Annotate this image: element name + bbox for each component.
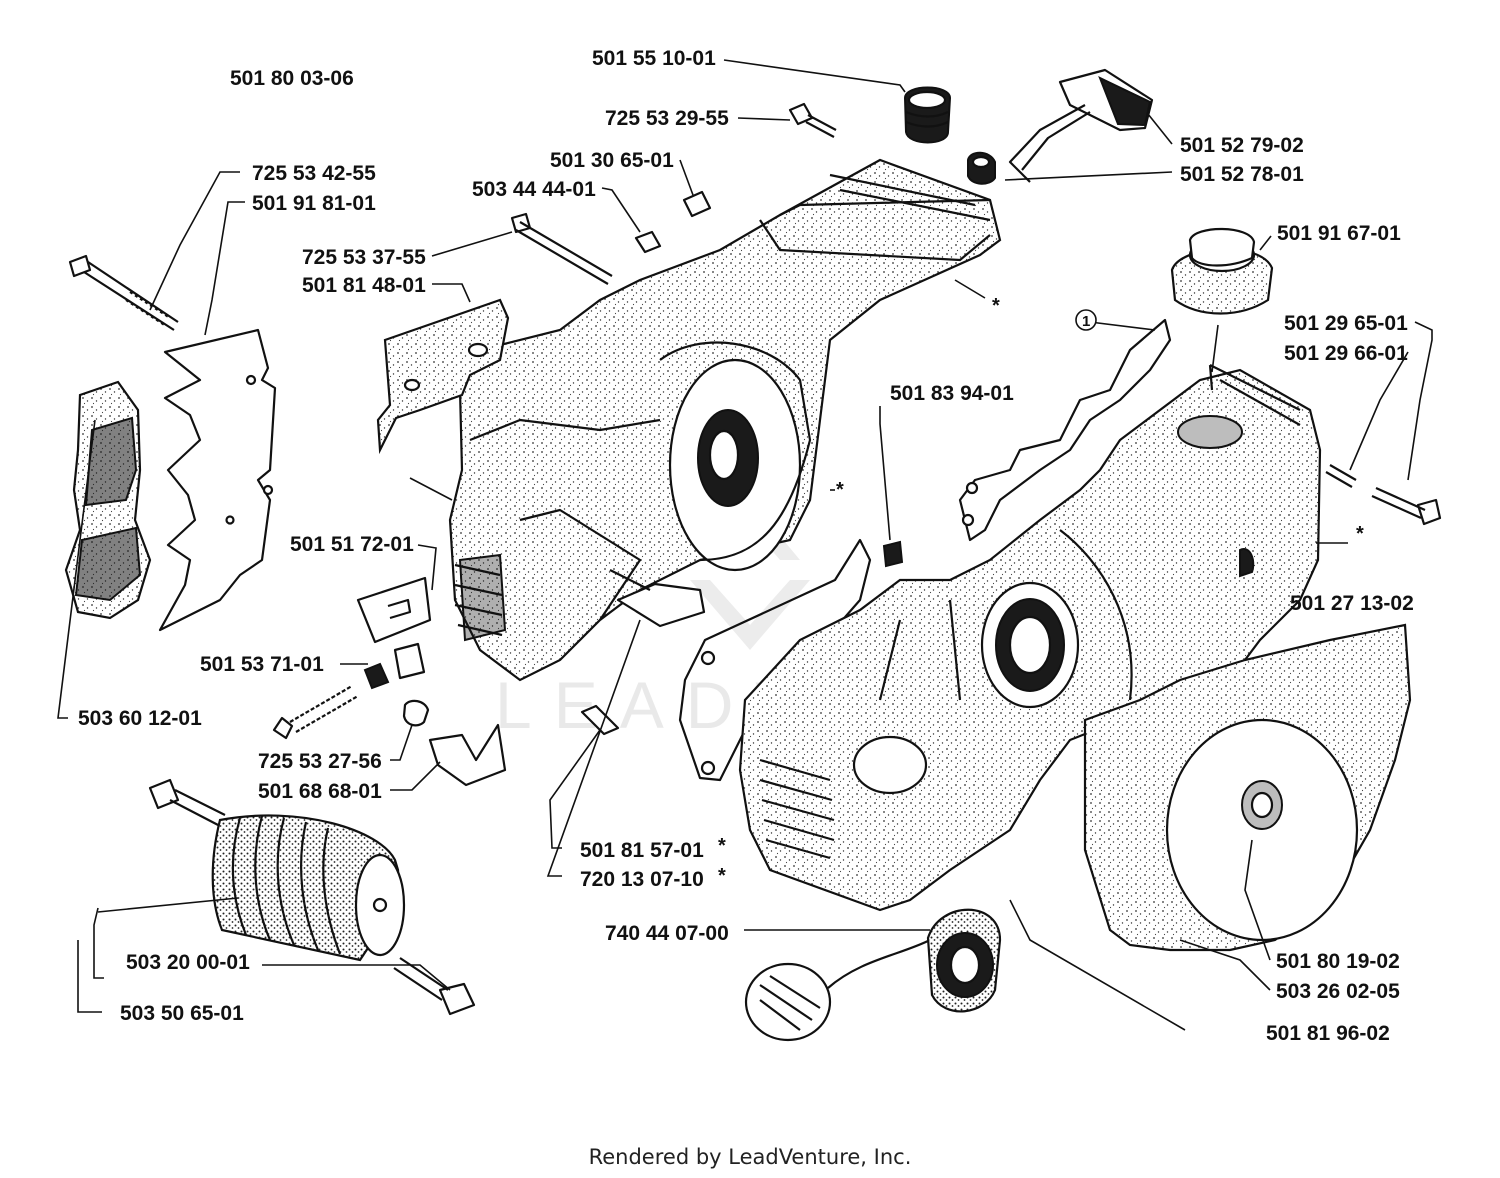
footer-credit: Rendered by LeadVenture, Inc. xyxy=(588,1145,912,1169)
label-501-53-71-01: 501 53 71-01 xyxy=(200,653,324,676)
label-503-60-12-01: 503 60 12-01 xyxy=(78,707,202,730)
label-503-44-44-01: 503 44 44-01 xyxy=(472,178,596,201)
buffer-501-55-10-01-part xyxy=(903,86,952,144)
bumper-spike-plate-part xyxy=(64,380,152,620)
label-501-29-66-01: 501 29 66-01 xyxy=(1284,342,1408,365)
label-501-83-94-01: 501 83 94-01 xyxy=(890,382,1014,405)
starter-housing-part xyxy=(1083,623,1412,952)
label-501-52-78-01: 501 52 78-01 xyxy=(1180,163,1304,186)
label-501-68-68-01: 501 68 68-01 xyxy=(258,780,382,803)
circled-ref-text: 1 xyxy=(1082,313,1090,330)
label-740-44-07-00: 740 44 07-00 xyxy=(605,922,729,945)
bolts-501-29-65-01-part xyxy=(1325,464,1442,526)
label-720-13-07-10: 720 13 07-10 xyxy=(580,868,704,891)
small-parts-part xyxy=(272,569,706,787)
fuel-cap-part xyxy=(744,908,1002,1042)
asterisk: * xyxy=(836,479,844,501)
label-501-29-65-01: 501 29 65-01 xyxy=(1284,312,1408,335)
crankcase-right-part xyxy=(738,364,1322,912)
part-labels: 501 80 03-06 501 55 10-01 725 53 29-55 5… xyxy=(78,47,1414,1045)
sleeve-501-83-94-01-part xyxy=(882,540,904,568)
asterisk: * xyxy=(992,295,1000,317)
chain-catcher-plate-part xyxy=(376,298,510,455)
label-501-91-81-01: 501 91 81-01 xyxy=(252,192,376,215)
asterisk-marks: * * * * * xyxy=(718,295,1364,887)
decompression-lever-part xyxy=(967,68,1154,185)
label-725-53-27-56: 725 53 27-56 xyxy=(258,750,382,773)
gasket-right-part xyxy=(958,318,1172,542)
crankcase-left-part xyxy=(448,158,1002,682)
label-501-81-96-02: 501 81 96-02 xyxy=(1266,1022,1390,1045)
label-501-30-65-01: 501 30 65-01 xyxy=(550,149,674,172)
label-501-91-67-01: 501 91 67-01 xyxy=(1277,222,1401,245)
label-501-81-48-01: 501 81 48-01 xyxy=(302,274,426,297)
av-spring-part xyxy=(148,778,476,1016)
bolt-725-53-42-55-part xyxy=(68,254,179,331)
chain-guard-plate-part xyxy=(158,328,277,632)
asterisk: * xyxy=(718,835,726,857)
label-501-81-57-01: 501 81 57-01 xyxy=(580,839,704,862)
label-501-51-72-01: 501 51 72-01 xyxy=(290,533,414,556)
label-725-53-42-55: 725 53 42-55 xyxy=(252,162,376,185)
label-503-20-00-01: 503 20 00-01 xyxy=(126,951,250,974)
leader-lines xyxy=(57,59,1433,1031)
label-503-26-02-05: 503 26 02-05 xyxy=(1276,980,1400,1003)
label-503-50-65-01: 503 50 65-01 xyxy=(120,1002,244,1025)
label-725-53-29-55: 725 53 29-55 xyxy=(605,107,729,130)
oil-cap-part xyxy=(1170,227,1274,315)
asterisk: * xyxy=(718,865,726,887)
label-501-27-13-02: 501 27 13-02 xyxy=(1290,592,1414,615)
circled-reference-marker: 1 xyxy=(1075,309,1097,331)
label-501-80-03-06: 501 80 03-06 xyxy=(230,67,354,90)
label-501-80-19-02: 501 80 19-02 xyxy=(1276,950,1400,973)
label-501-52-79-02: 501 52 79-02 xyxy=(1180,134,1304,157)
label-725-53-37-55: 725 53 37-55 xyxy=(302,246,426,269)
label-501-55-10-01: 501 55 10-01 xyxy=(592,47,716,70)
cover-bolts-part xyxy=(510,102,837,285)
asterisk: * xyxy=(1356,523,1364,545)
